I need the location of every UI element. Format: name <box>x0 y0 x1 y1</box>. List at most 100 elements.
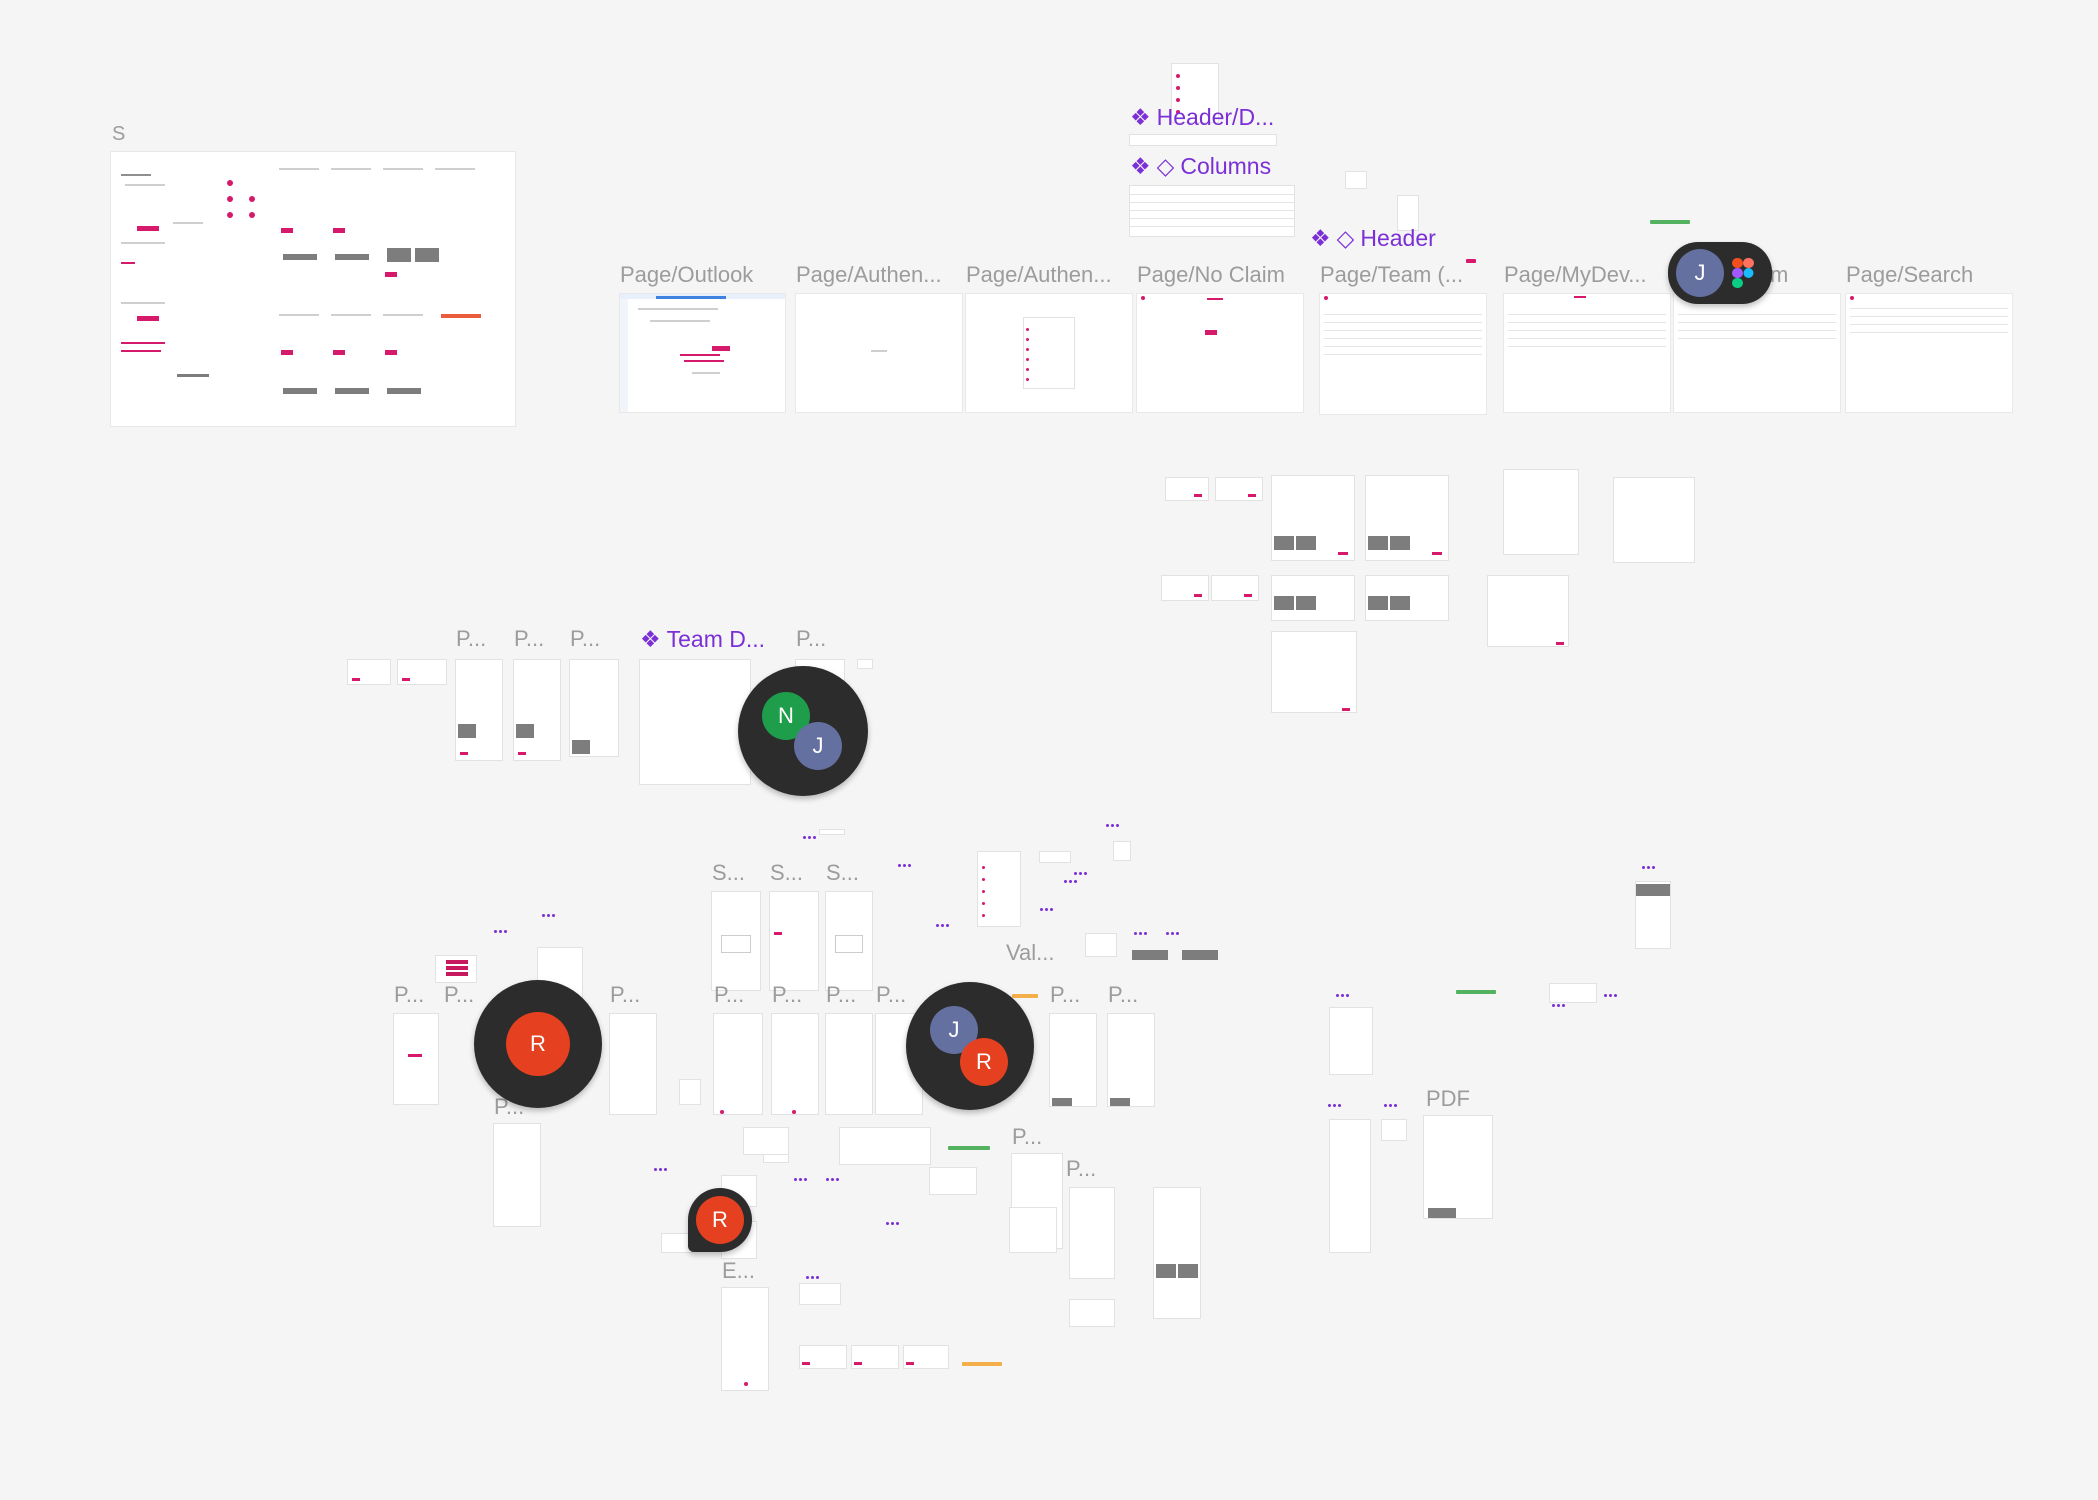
more-dots[interactable] <box>886 1222 899 1225</box>
tiny-bar[interactable] <box>820 830 844 834</box>
more-dots[interactable] <box>1642 866 1655 869</box>
frame-label-p3[interactable]: P... <box>570 626 601 651</box>
more-dots[interactable] <box>654 1168 667 1171</box>
frame-label-p1[interactable]: P... <box>456 626 487 651</box>
frame-label-val[interactable]: Val... <box>1006 940 1055 965</box>
collaborator-bubble-r2[interactable]: R <box>688 1188 752 1252</box>
frame-label-pl7[interactable]: P... <box>876 982 907 1007</box>
mini-screen-pl4[interactable] <box>714 1014 762 1114</box>
frame-label-pl5[interactable]: P... <box>772 982 803 1007</box>
frame-label-page-search[interactable]: Page/Search <box>1846 262 1974 287</box>
mini-dialog-5[interactable] <box>348 660 390 684</box>
mini-card-b[interactable] <box>1366 476 1448 560</box>
more-dots[interactable] <box>1064 880 1077 883</box>
frame-label-pl9[interactable]: P... <box>1108 982 1139 1007</box>
more-dots[interactable] <box>1040 908 1053 911</box>
mini-cluster-4[interactable] <box>800 1284 840 1304</box>
frame-pdf[interactable] <box>1424 1116 1492 1218</box>
component-team-d[interactable]: ❖Team D... <box>640 626 766 652</box>
collaborator-bubble-jr[interactable]: J R <box>906 982 1034 1110</box>
frame-page-team[interactable] <box>1320 294 1486 414</box>
frame-label-s3[interactable]: S... <box>826 860 860 885</box>
more-dots[interactable] <box>936 924 949 927</box>
frame-label-page-no-claim[interactable]: Page/No Claim <box>1137 262 1285 287</box>
tiny-frame[interactable] <box>680 1080 700 1104</box>
mini-screen-p2[interactable] <box>514 660 560 760</box>
frame-page-authen-2[interactable] <box>966 294 1132 412</box>
mini-card-a[interactable] <box>1272 476 1354 560</box>
frame-label-pl6[interactable]: P... <box>826 982 857 1007</box>
more-dots[interactable] <box>898 864 911 867</box>
tiny-card[interactable] <box>1382 1120 1406 1140</box>
frame-label-page-team[interactable]: Page/Team (... <box>1320 262 1464 287</box>
mini-screen-p1[interactable] <box>456 660 502 760</box>
frame-label-pl4[interactable]: P... <box>714 982 745 1007</box>
frame-label-pl3[interactable]: P... <box>610 982 641 1007</box>
frame-label-p4[interactable]: P... <box>796 626 827 651</box>
frame-page-no-claim[interactable] <box>1137 294 1303 412</box>
mini-list-c[interactable] <box>1488 576 1568 646</box>
frame-label-pl12[interactable]: P... <box>1066 1156 1097 1181</box>
frame-label-page-mydev[interactable]: Page/MyDev... <box>1504 262 1647 287</box>
mini-screen-pl13[interactable] <box>1154 1188 1200 1318</box>
more-dots[interactable] <box>542 914 555 917</box>
avatar-r[interactable]: R <box>960 1038 1008 1086</box>
mini-screen-pl8[interactable] <box>1050 1014 1096 1106</box>
frame-page-authen-1[interactable] <box>796 294 962 412</box>
frame-label-page-authen-2[interactable]: Page/Authen... <box>966 262 1112 287</box>
more-dots[interactable] <box>1336 994 1349 997</box>
more-dots[interactable] <box>826 1178 839 1181</box>
dropdown-component[interactable] <box>1172 64 1218 122</box>
mini-toolbar[interactable] <box>1550 984 1596 1002</box>
mini-screen-s1[interactable] <box>712 892 760 990</box>
frame-label-pl2[interactable]: P... <box>444 982 475 1007</box>
mini-screen-e[interactable] <box>722 1288 768 1390</box>
mini-dialog-2[interactable] <box>1216 478 1262 500</box>
more-dots[interactable] <box>1074 872 1087 875</box>
collaborator-pill-j[interactable]: J <box>1668 242 1772 304</box>
header-d-component[interactable] <box>1130 135 1276 145</box>
tiny-frame[interactable] <box>1114 842 1130 860</box>
mini-list-a[interactable] <box>1504 470 1578 554</box>
avatar-r[interactable]: R <box>506 1012 570 1076</box>
more-dots[interactable] <box>1604 994 1617 997</box>
frame-label-page-authen-1[interactable]: Page/Authen... <box>796 262 942 287</box>
more-dots[interactable] <box>1106 824 1119 827</box>
more-dots[interactable] <box>794 1178 807 1181</box>
frame-label-pl1[interactable]: P... <box>394 982 425 1007</box>
mini-dialog-8[interactable] <box>800 1346 846 1368</box>
more-dots[interactable] <box>494 930 507 933</box>
mini-screen-pl9[interactable] <box>1108 1014 1154 1106</box>
mini-list-e[interactable] <box>1330 1008 1372 1074</box>
mini-dialog-3[interactable] <box>1162 576 1208 600</box>
avatar-j[interactable]: J <box>794 722 842 770</box>
more-dots[interactable] <box>1166 932 1179 935</box>
mini-dialog-10[interactable] <box>904 1346 948 1368</box>
small-list-component[interactable] <box>1398 196 1418 230</box>
frame-page-outlook[interactable] <box>620 294 785 412</box>
mini-screen-pl5[interactable] <box>772 1014 818 1114</box>
tiny-frame[interactable] <box>858 660 872 668</box>
frame-page-search[interactable] <box>1846 294 2012 412</box>
mini-screen-bottom[interactable] <box>1010 1208 1056 1252</box>
mini-dialog-9[interactable] <box>852 1346 898 1368</box>
mini-dialog-1[interactable] <box>1166 478 1208 500</box>
mini-card-d[interactable] <box>1366 576 1448 620</box>
frame-label-s[interactable]: S <box>112 123 126 145</box>
frame-label-pl11[interactable]: P... <box>1012 1124 1043 1149</box>
mini-form[interactable] <box>1272 632 1356 712</box>
mini-list-f[interactable] <box>1330 1120 1370 1252</box>
mini-screen-s2[interactable] <box>770 892 818 990</box>
frame-label-p2[interactable]: P... <box>514 626 545 651</box>
component-header-d[interactable]: ❖Header/D... <box>1130 104 1275 130</box>
frame-page-mydev[interactable] <box>1504 294 1670 412</box>
frame-label-s2[interactable]: S... <box>770 860 804 885</box>
mini-menu-screen[interactable] <box>978 852 1020 926</box>
tiny-card[interactable] <box>1086 934 1116 956</box>
mini-screen-bottom-2[interactable] <box>1070 1300 1114 1326</box>
mini-screen-pl10[interactable] <box>494 1124 540 1226</box>
mini-screen-pl1[interactable] <box>394 1014 438 1104</box>
more-dots[interactable] <box>803 836 816 839</box>
more-dots[interactable] <box>1134 932 1147 935</box>
